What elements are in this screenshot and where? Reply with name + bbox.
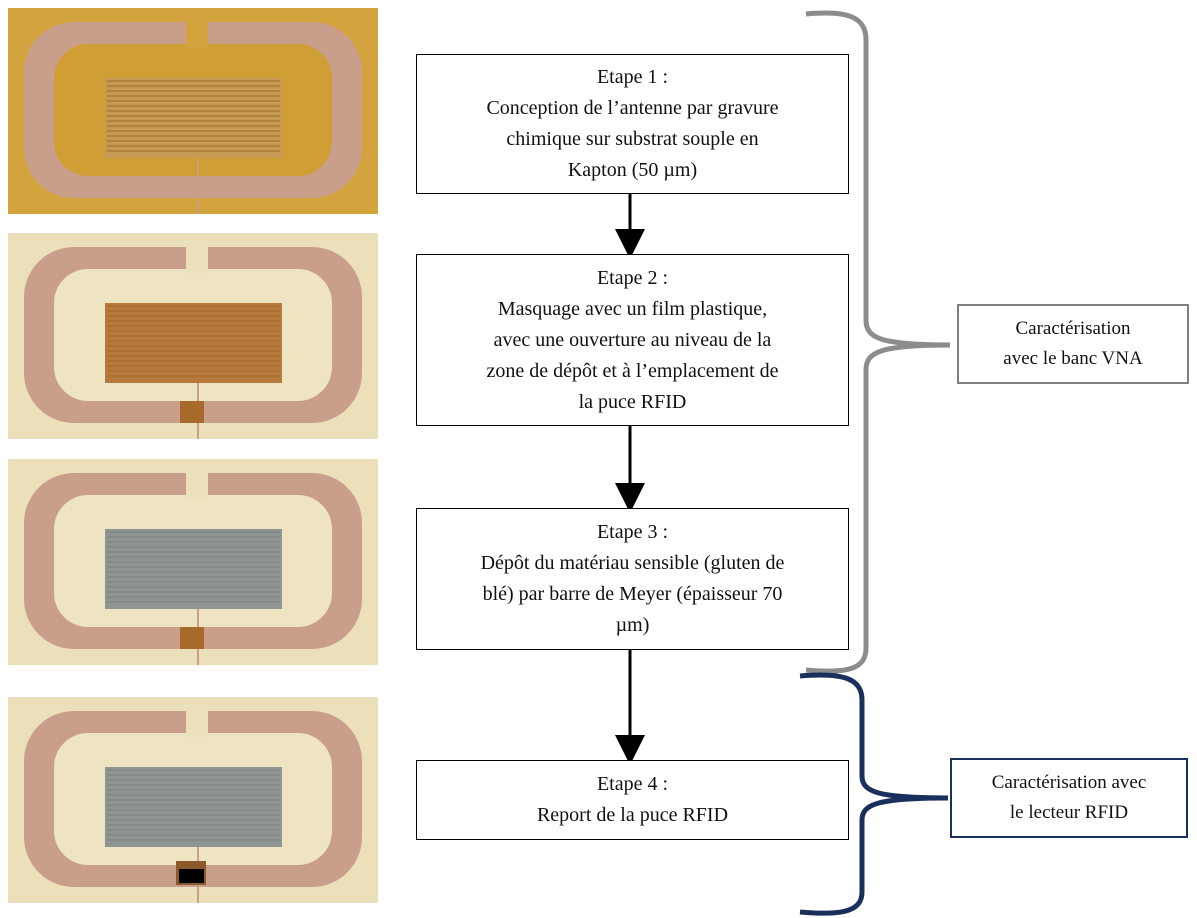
chip-pad [180,401,204,423]
rfid-characterisation-label: Caractérisation avec le lecteur RFID [950,758,1188,838]
chip-pad [180,627,204,649]
step-2-line-2: avec une ouverture au niveau de la [493,328,772,351]
step-4-title: Etape 4 : [596,773,669,795]
photo-step-2 [8,233,378,439]
step-1-line-3: Kapton (50 µm) [567,159,698,181]
coil-gap [186,243,208,273]
rfid-label-line-2: le lecteur RFID [1009,802,1129,823]
coil-gap [186,469,208,499]
rfid-label-line-1: Caractérisation avec [991,772,1147,793]
vna-characterisation-label: Caractérisation avec le banc VNA [957,304,1189,384]
vna-label-line-1: Caractérisation [1015,318,1131,339]
step-2-line-3: zone de dépôt et à l’emplacement de [486,359,779,382]
photo-step-3 [8,459,378,665]
step-2-line-1: Masquage avec un film plastique, [497,297,768,320]
photo-step-4 [8,697,378,903]
step-3-box: Etape 3 : Dépôt du matériau sensible (gl… [416,508,849,650]
step-4-line-1: Report de la puce RFID [536,804,729,826]
rfid-chip [179,869,204,883]
coil-gap [186,18,208,48]
photo-step-1 [8,8,378,214]
step-3-title: Etape 3 : [596,521,669,543]
step-3-line-1: Dépôt du matériau sensible (gluten de [480,552,785,574]
step-1-line-1: Conception de l’antenne par gravure [486,97,779,119]
step-3-line-2: blé) par barre de Meyer (épaisseur 70 [482,583,783,605]
step-2-title: Etape 2 : [596,266,669,289]
vna-label-line-2: avec le banc VNA [1003,348,1143,369]
step-1-title: Etape 1 : [596,66,669,88]
coil-gap [186,707,208,737]
step-4-box: Etape 4 : Report de la puce RFID [416,760,849,840]
step-2-box: Etape 2 : Masquage avec un film plastiqu… [416,254,849,426]
step-2-line-4: la puce RFID [578,390,687,413]
step-3-line-3: µm) [615,614,650,636]
step-1-box: Etape 1 : Conception de l’antenne par gr… [416,54,849,194]
step-1-line-2: chimique sur substrat souple en [506,128,759,150]
